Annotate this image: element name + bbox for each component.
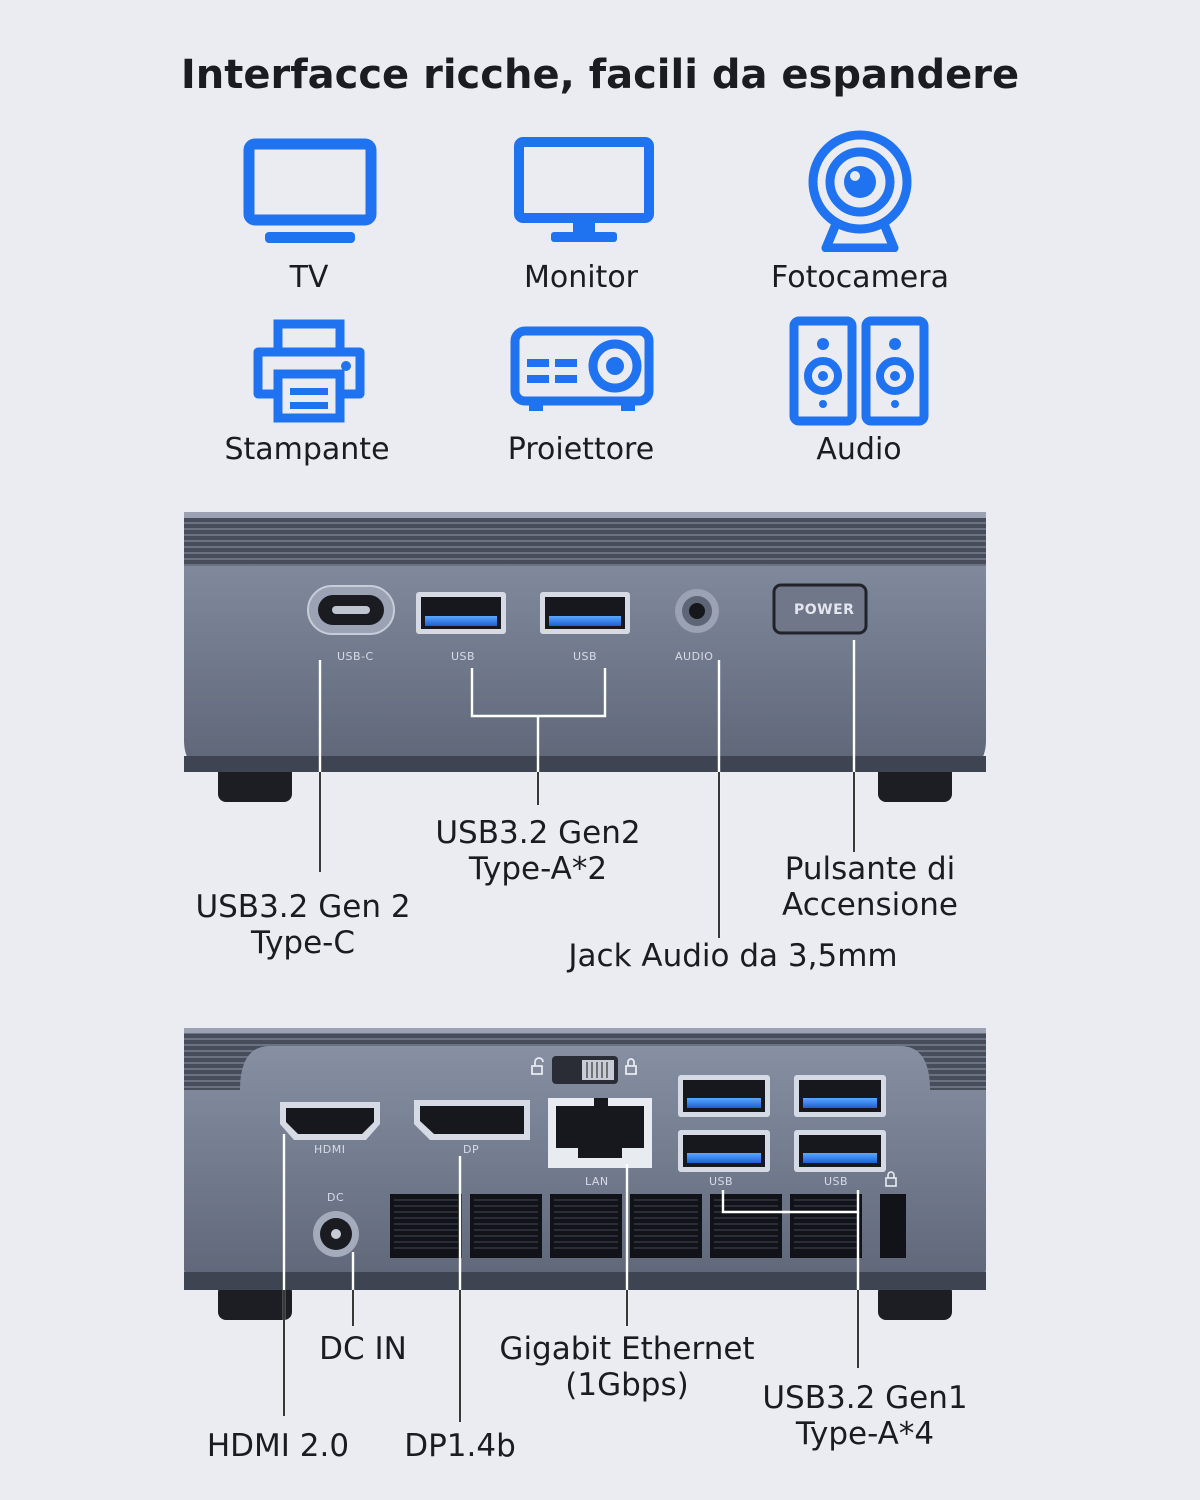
usb-c-port[interactable] <box>307 585 395 635</box>
port-label-hdmi: HDMI <box>314 1143 346 1156</box>
usb-a-port-rear-3[interactable] <box>678 1130 770 1172</box>
displayport-port[interactable] <box>414 1100 530 1140</box>
port-label-usbc: USB-C <box>337 650 374 663</box>
lan-port[interactable] <box>548 1098 652 1168</box>
port-label-usb-1: USB <box>451 650 476 663</box>
speakers-icon <box>789 316 929 426</box>
callout-dp: DP1.4b <box>404 1428 516 1464</box>
port-label-dc: DC <box>327 1191 345 1204</box>
ventilation-grille <box>390 1194 906 1258</box>
port-label-usb-rear-2: USB <box>824 1175 849 1188</box>
callout-audio-jack: Jack Audio da 3,5mm <box>568 938 898 974</box>
port-label-dp: DP <box>463 1143 480 1156</box>
device-label-monitor: Monitor <box>523 260 639 295</box>
power-button[interactable] <box>772 583 868 635</box>
usb-a-port-rear-1[interactable] <box>678 1075 770 1117</box>
lock-icon <box>885 1171 897 1187</box>
usb-a-port-front-1[interactable] <box>416 592 506 634</box>
audio-jack[interactable] <box>675 589 719 633</box>
port-label-audio: AUDIO <box>675 650 714 663</box>
monitor-icon <box>514 137 654 242</box>
callout-hdmi: HDMI 2.0 <box>206 1428 350 1464</box>
page-title: Interfacce ricche, facili da espandere <box>180 52 1020 98</box>
device-label-printer: Stampante <box>224 432 390 467</box>
port-label-lan: LAN <box>585 1175 609 1188</box>
front-panel <box>184 512 986 802</box>
tv-icon <box>243 138 377 243</box>
port-label-usb-rear-1: USB <box>709 1175 734 1188</box>
usb-a-port-rear-2[interactable] <box>794 1075 886 1117</box>
device-label-audio: Audio <box>816 432 902 467</box>
printer-icon <box>253 319 365 423</box>
device-label-projector: Proiettore <box>507 432 655 467</box>
dc-power-jack[interactable] <box>313 1211 359 1257</box>
webcam-icon <box>808 130 912 252</box>
kensington-lock-slider[interactable] <box>531 1056 637 1084</box>
port-label-usb-2: USB <box>573 650 598 663</box>
hdmi-port[interactable] <box>280 1102 380 1140</box>
callout-ethernet: Gigabit Ethernet(1Gbps) <box>499 1331 755 1403</box>
power-button-label: POWER <box>794 602 855 618</box>
usb-a-port-front-2[interactable] <box>540 592 630 634</box>
projector-icon <box>510 326 654 411</box>
device-label-tv: TV <box>289 260 329 295</box>
callout-dc-in: DC IN <box>319 1331 407 1367</box>
device-label-camera: Fotocamera <box>771 260 949 295</box>
usb-a-port-rear-4[interactable] <box>794 1130 886 1172</box>
